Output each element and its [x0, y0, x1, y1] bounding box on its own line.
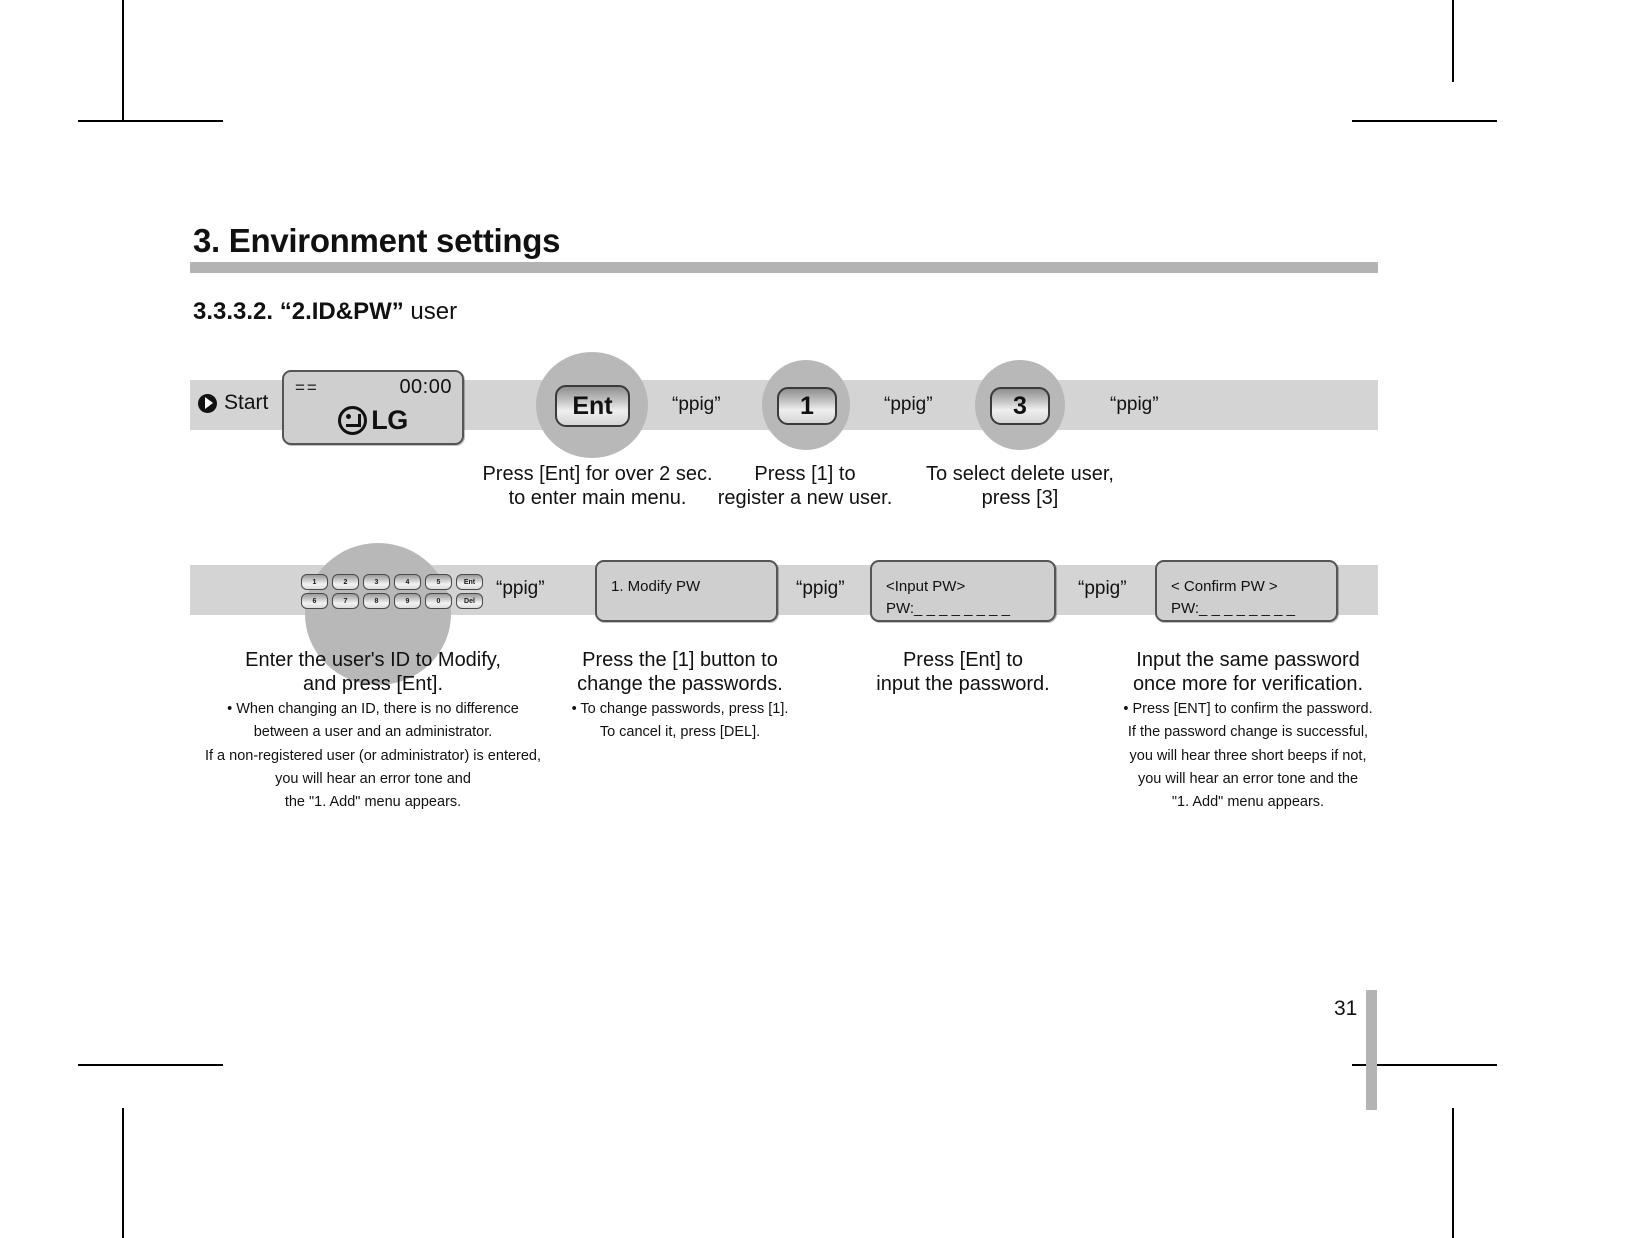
- lcd-clock-value: 00:00: [399, 376, 452, 398]
- caption-note-line: you will hear an error tone and: [275, 770, 471, 787]
- caption-line: register a new user.: [717, 487, 893, 509]
- keypad-key-9[interactable]: 9: [394, 593, 421, 609]
- caption-note-line: If a non-registered user (or administrat…: [204, 747, 542, 764]
- caption-press-ent: Press [Ent] for over 2 sec. to enter mai…: [455, 462, 740, 510]
- caption-note-line: "1. Add" menu appears.: [1171, 794, 1325, 811]
- keypad-key-3[interactable]: 3: [363, 574, 390, 590]
- key-ent-button[interactable]: Ent: [555, 385, 630, 427]
- caption-note-line: between a user and an administrator.: [253, 724, 493, 741]
- keypad-key-7[interactable]: 7: [332, 593, 359, 609]
- section-heading: 3.3.3.2. “2.ID&PW” user: [193, 298, 457, 326]
- caption-line: Input the same password: [1136, 649, 1360, 671]
- caption-line: Enter the user's ID to Modify,: [245, 649, 501, 671]
- caption-line: Press [Ent] for over 2 sec.: [482, 463, 713, 485]
- keypad-key-5[interactable]: 5: [425, 574, 452, 590]
- crop-mark-bottom-left-horizontal: [78, 1064, 223, 1066]
- keypad-key-2[interactable]: 2: [332, 574, 359, 590]
- keypad-key-ent[interactable]: Ent: [456, 574, 483, 590]
- crop-mark-bottom-right-horizontal: [1352, 1064, 1497, 1066]
- lcd-display-modify-pw: 1. Modify PW: [595, 560, 778, 622]
- caption-press-three: To select delete user, press [3]: [905, 462, 1135, 510]
- caption-line: and press [Ent].: [302, 673, 444, 695]
- keypad-key-del[interactable]: Del: [456, 593, 483, 609]
- caption-line: input the password.: [876, 673, 1050, 695]
- caption-line: press [3]: [981, 487, 1059, 509]
- caption-note-line: • Press [ENT] to confirm the password.: [1123, 701, 1373, 717]
- sound-label-ppig-2: “ppig”: [884, 394, 933, 415]
- caption-press-one-change-pw: Press the [1] button to change the passw…: [545, 648, 815, 743]
- keypad-key-8[interactable]: 8: [363, 593, 390, 609]
- sound-label-ppig-6: “ppig”: [1078, 578, 1127, 599]
- crop-mark-bottom-left-vertical: [122, 1108, 124, 1238]
- caption-note-line: you will hear an error tone and the: [1137, 770, 1359, 787]
- play-circle-icon: [198, 393, 217, 413]
- caption-note-line: If the password change is successful,: [1127, 724, 1369, 741]
- caption-line: change the passwords.: [577, 673, 783, 695]
- lcd-display-confirm-pw: < Confirm PW > PW:_ _ _ _ _ _ _ _: [1155, 560, 1338, 622]
- crop-mark-top-left-vertical: [122, 0, 124, 120]
- lcd-password-field: PW:_ _ _ _ _ _ _ _: [886, 599, 1010, 617]
- keypad-key-4[interactable]: 4: [394, 574, 421, 590]
- keypad-key-6[interactable]: 6: [301, 593, 328, 609]
- caption-line: Press [1] to: [754, 463, 856, 485]
- key-1-button[interactable]: 1: [777, 387, 837, 425]
- sound-label-ppig-1: “ppig”: [672, 394, 721, 415]
- page-edge-bar: [1366, 990, 1377, 1110]
- highlight-ellipse-keypad: [305, 543, 451, 685]
- lcd-line: < Confirm PW >: [1171, 578, 1278, 595]
- caption-note-line: To cancel it, press [DEL].: [599, 724, 761, 741]
- sound-label-ppig-3: “ppig”: [1110, 394, 1159, 415]
- caption-note-line: you will hear three short beeps if not,: [1129, 747, 1367, 764]
- crop-mark-bottom-right-vertical: [1452, 1108, 1454, 1238]
- caption-note-line: the "1. Add" menu appears.: [284, 794, 462, 811]
- lg-wordmark: LG: [371, 405, 408, 435]
- caption-press-ent-input-pw: Press [Ent] to input the password.: [840, 648, 1086, 696]
- lg-logo: LG: [284, 406, 462, 435]
- crop-mark-top-right-vertical: [1452, 0, 1454, 82]
- lcd-equals-indicator: ==: [295, 378, 319, 397]
- lcd-line: <Input PW>: [886, 578, 966, 595]
- lcd-display-start: == 00:00 LG: [282, 370, 464, 445]
- caption-enter-user-id: Enter the user's ID to Modify, and press…: [178, 648, 568, 812]
- keypad-key-0[interactable]: 0: [425, 593, 452, 609]
- lcd-password-field: PW:_ _ _ _ _ _ _ _: [1171, 599, 1295, 617]
- page-title: 3. Environment settings: [193, 222, 561, 259]
- lcd-line: 1. Modify PW: [611, 578, 701, 595]
- lcd-display-input-pw: <Input PW> PW:_ _ _ _ _ _ _ _: [870, 560, 1056, 622]
- caption-line: to enter main menu.: [508, 487, 687, 509]
- caption-press-one: Press [1] to register a new user.: [700, 462, 910, 510]
- page-number: 31: [1334, 997, 1358, 1020]
- caption-line: once more for verification.: [1132, 673, 1364, 695]
- keypad-key-1[interactable]: 1: [301, 574, 328, 590]
- caption-line: Press the [1] button to: [582, 649, 778, 671]
- lg-face-icon: [338, 406, 368, 435]
- section-quoted-term: “2.ID&PW”: [279, 298, 404, 325]
- section-number: 3.3.3.2.: [193, 298, 274, 325]
- sound-label-ppig-4: “ppig”: [496, 578, 545, 599]
- caption-note-line: • To change passwords, press [1].: [571, 701, 789, 717]
- caption-confirm-password: Input the same password once more for ve…: [1098, 648, 1398, 812]
- caption-line: Press [Ent] to: [902, 649, 1024, 671]
- start-label: Start: [224, 391, 269, 414]
- caption-line: To select delete user,: [926, 463, 1114, 485]
- crop-mark-top-left-horizontal: [78, 120, 223, 122]
- title-underline-rule: [190, 262, 1378, 273]
- sound-label-ppig-5: “ppig”: [796, 578, 845, 599]
- section-suffix: user: [410, 298, 458, 325]
- key-3-button[interactable]: 3: [990, 387, 1050, 425]
- flow-start-marker: Start: [198, 391, 268, 415]
- crop-mark-top-right-horizontal: [1352, 120, 1497, 122]
- caption-note-line: • When changing an ID, there is no diffe…: [227, 701, 519, 717]
- numeric-keypad[interactable]: 1 2 3 4 5 Ent 6 7 8 9 0 Del: [301, 574, 483, 609]
